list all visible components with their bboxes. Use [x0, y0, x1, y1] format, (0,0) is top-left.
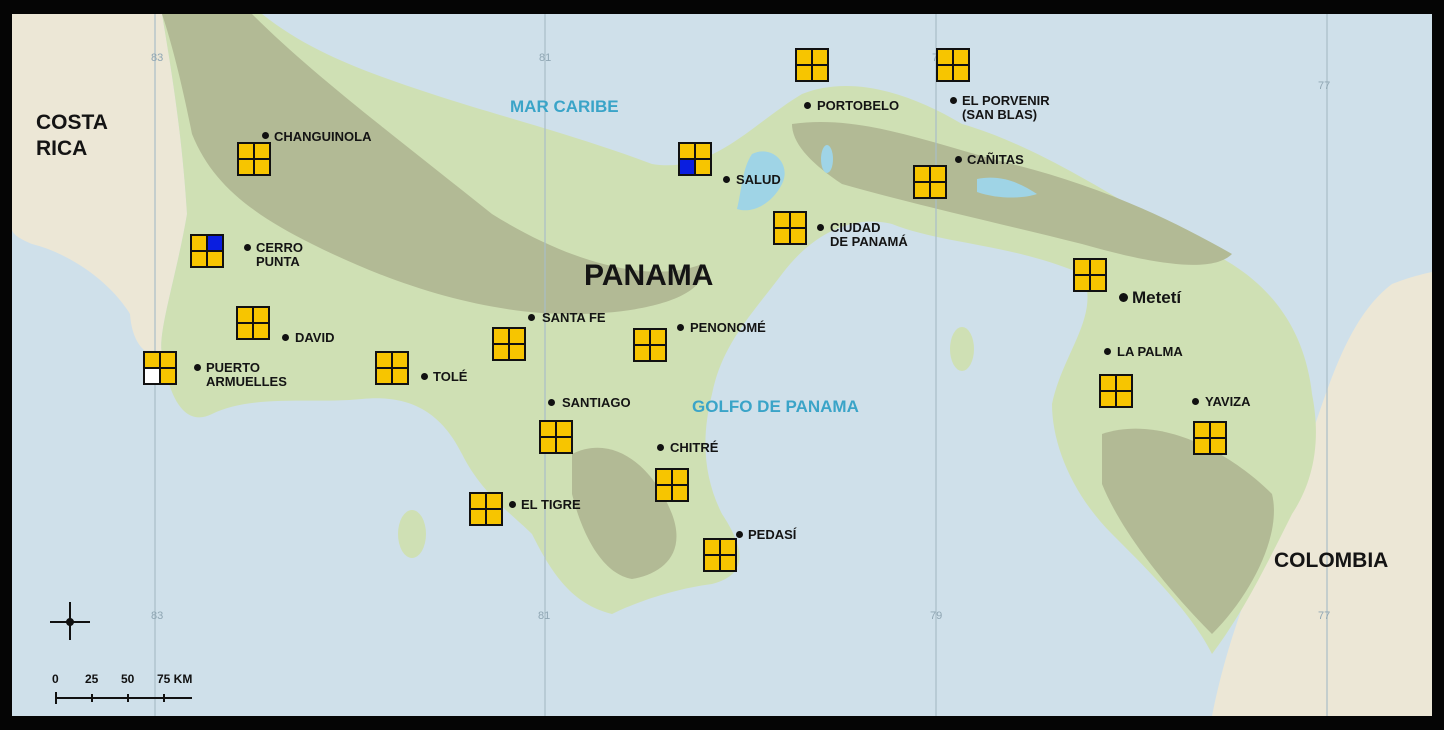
- marker-penonome: [633, 328, 667, 362]
- city-dot-david: [282, 334, 289, 341]
- marker-la-palma: [1099, 374, 1133, 408]
- bayano-lake: [977, 177, 1037, 198]
- grid-label-top-81: 81: [539, 52, 552, 64]
- country-label-colombia: COLOMBIA: [1274, 549, 1389, 572]
- city-dot-puerto-armuelles: [194, 364, 201, 371]
- city-dot-pedasi: [736, 531, 743, 538]
- city-label-ciudad-de-panama: CIUDAD DE PANAMÁ: [830, 220, 908, 249]
- marker-santa-fe: [492, 327, 526, 361]
- city-dot-canitas: [955, 156, 962, 163]
- costa-rica-land: [12, 14, 187, 355]
- marker-salud: [678, 142, 712, 176]
- colombia-land: [1212, 272, 1432, 716]
- city-label-la-palma: LA PALMA: [1117, 344, 1183, 359]
- marker-el-tigre: [469, 492, 503, 526]
- marker-pedasi: [703, 538, 737, 572]
- city-dot-el-porvenir: [950, 97, 957, 104]
- marker-chitre: [655, 468, 689, 502]
- city-dot-changuinola: [262, 132, 269, 139]
- city-label-changuinola: CHANGUINOLA: [274, 129, 372, 144]
- city-label-penonome: PENONOMÉ: [690, 320, 766, 335]
- city-label-tole: TOLÉ: [433, 369, 468, 384]
- city-dot-santa-fe: [528, 314, 535, 321]
- city-label-portobelo: PORTOBELO: [817, 98, 900, 113]
- grid-label-top-83: 83: [151, 52, 164, 64]
- city-label-cerro-punta: CERRO PUNTA: [256, 240, 303, 269]
- city-dot-el-tigre: [509, 501, 516, 508]
- marker-portobelo: [795, 48, 829, 82]
- sea-label-mar-caribe: MAR CARIBE: [510, 97, 619, 116]
- grid-label-bottom-83: 83: [151, 610, 164, 622]
- marker-ciudad-de-panama: [773, 211, 807, 245]
- city-label-pedasi: PEDASÍ: [748, 527, 797, 542]
- highland-azuero: [572, 447, 677, 579]
- highland-darien: [1102, 428, 1274, 634]
- compass-rose-icon: [50, 602, 90, 640]
- city-label-chitre: CHITRÉ: [670, 440, 719, 455]
- city-label-yaviza: YAVIZA: [1205, 394, 1251, 409]
- city-dot-cerro-punta: [244, 244, 251, 251]
- marker-santiago: [539, 420, 573, 454]
- coiba-island: [398, 510, 426, 558]
- marker-meteti: [1073, 258, 1107, 292]
- city-label-santa-fe: SANTA FE: [542, 310, 606, 325]
- city-label-el-porvenir: EL PORVENIR (SAN BLAS): [962, 93, 1050, 122]
- marker-cerro-punta: [190, 234, 224, 268]
- map-background: [12, 14, 1432, 716]
- city-label-david: DAVID: [295, 330, 335, 345]
- city-label-canitas: CAÑITAS: [967, 152, 1024, 167]
- city-dot-meteti: [1119, 293, 1128, 302]
- panama-map: COSTA RICA COLOMBIA PANAMA MAR CARIBE GO…: [12, 14, 1432, 716]
- scale-label-75km: 75 KM: [157, 672, 193, 686]
- grid-label-top-77: 77: [1318, 80, 1331, 92]
- city-label-salud: SALUD: [736, 172, 781, 187]
- country-label-panama: PANAMA: [584, 259, 714, 292]
- marker-canitas: [913, 165, 947, 199]
- city-dot-la-palma: [1104, 348, 1111, 355]
- rey-island: [950, 327, 974, 371]
- highland-west: [162, 14, 704, 314]
- marker-puerto-armuelles: [143, 351, 177, 385]
- city-label-santiago: SANTIAGO: [562, 395, 631, 410]
- sea-label-golfo-de-panama: GOLFO DE PANAMA: [692, 397, 859, 416]
- marker-david: [236, 306, 270, 340]
- city-dot-santiago: [548, 399, 555, 406]
- grid-label-bottom-77: 77: [1318, 610, 1331, 622]
- city-dot-chitre: [657, 444, 664, 451]
- grid-label-bottom-81: 81: [538, 610, 551, 622]
- grid-label-bottom-79: 79: [930, 610, 943, 622]
- city-dot-salud: [723, 176, 730, 183]
- city-dot-portobelo: [804, 102, 811, 109]
- city-label-el-tigre: EL TIGRE: [521, 497, 581, 512]
- marker-changuinola: [237, 142, 271, 176]
- city-label-meteti: Metetí: [1132, 288, 1182, 307]
- marker-yaviza: [1193, 421, 1227, 455]
- scale-label-50: 50: [121, 672, 135, 686]
- city-dot-tole: [421, 373, 428, 380]
- city-label-puerto-armuelles: PUERTO ARMUELLES: [206, 360, 287, 389]
- city-dot-yaviza: [1192, 398, 1199, 405]
- madden-lake: [821, 145, 833, 173]
- marker-tole: [375, 351, 409, 385]
- country-label-costa-rica: COSTA RICA: [36, 111, 108, 161]
- city-dot-penonome: [677, 324, 684, 331]
- city-dot-ciudad-de-panama: [817, 224, 824, 231]
- marker-el-porvenir: [936, 48, 970, 82]
- scale-label-25: 25: [85, 672, 99, 686]
- gatun-lake: [737, 151, 785, 211]
- scale-label-0: 0: [52, 672, 59, 686]
